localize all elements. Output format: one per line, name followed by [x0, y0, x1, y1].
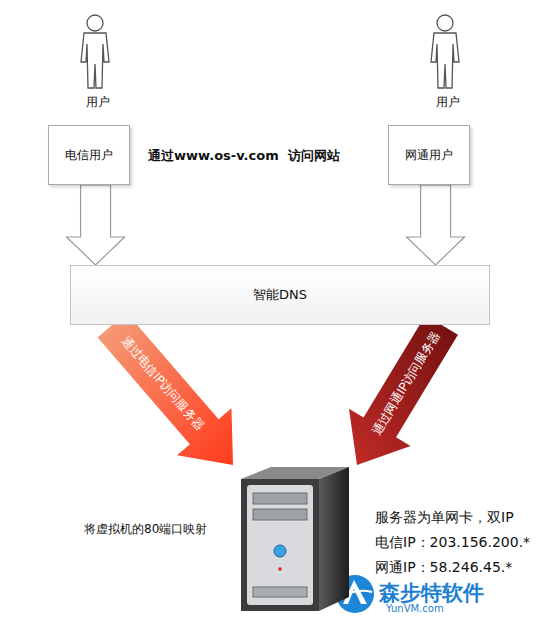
server-text: 服务器为单网卡，双IP电信IP：203.156.200.*网通IP：58.246…: [375, 505, 530, 580]
flow-arrow: [349, 315, 458, 465]
user-box: 网通用户: [388, 125, 470, 185]
server-note: 网通IP：58.246.45.*: [375, 555, 530, 580]
node-text: 智能DNS: [253, 286, 307, 304]
node-text: 网通用户: [405, 147, 453, 164]
hollow-arrow: [407, 185, 465, 265]
user-figure: [81, 15, 459, 88]
server-icon: [227, 465, 359, 615]
dns-band: 智能DNS: [70, 265, 490, 325]
note-label: 将虚拟机的80端口映射: [84, 521, 207, 538]
watermark: YunVM.com: [386, 603, 444, 614]
user-label: 用户: [86, 94, 110, 111]
server-note: 服务器为单网卡，双IP: [375, 505, 530, 530]
user-box: 电信用户: [48, 125, 130, 185]
edge-label: 通过电信IP访问服务器: [118, 333, 209, 434]
server-node: 服务器为单网卡，双IP电信IP：203.156.200.*网通IP：58.246…: [227, 465, 545, 615]
watermark: 森步特软件: [379, 579, 484, 607]
server-note: 电信IP：203.156.200.*: [375, 530, 530, 555]
user-label: 用户: [436, 94, 460, 111]
site-label: 通过www.os-v.com 访问网站: [148, 147, 340, 165]
edge-label: 通过网通IP访问服务器: [368, 329, 444, 439]
hollow-arrow: [67, 185, 125, 265]
node-text: 电信用户: [65, 147, 113, 164]
flow-arrow: [98, 313, 233, 465]
